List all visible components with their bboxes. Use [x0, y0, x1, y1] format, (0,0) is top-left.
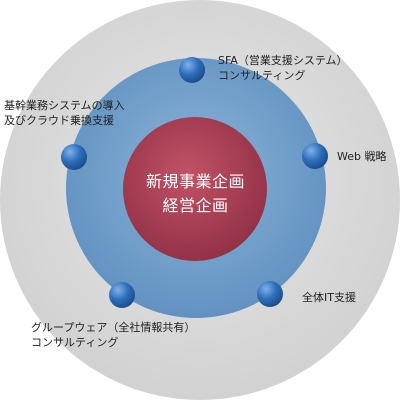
node-core-system-label: 基幹業務システムの導入 及びクラウド乗換支援 — [4, 98, 125, 128]
core-circle — [123, 117, 267, 261]
node-it-support-dot — [257, 281, 283, 307]
core-title: 新規事業企画 経営企画 — [128, 170, 263, 218]
node-groupware-line1: グループウェア（全社情報共有） — [31, 321, 196, 334]
node-core-system-line2: 及びクラウド乗換支援 — [4, 114, 114, 127]
node-sfa-dot — [179, 57, 205, 83]
node-web-line1: Web 戦略 — [337, 150, 387, 163]
node-it-support-label: 全体IT支援 — [302, 290, 356, 305]
node-web-dot — [302, 143, 328, 169]
node-it-support-line1: 全体IT支援 — [302, 291, 356, 304]
core-title-line2: 経営企画 — [162, 196, 229, 215]
node-sfa-label: SFA（営業支援システム） コンサルティング — [218, 53, 348, 83]
node-core-system-line1: 基幹業務システムの導入 — [4, 99, 125, 112]
node-groupware-label: グループウェア（全社情報共有） コンサルティング — [31, 320, 195, 350]
node-sfa-line2: コンサルティング — [218, 69, 306, 82]
node-groupware-line2: コンサルティング — [31, 336, 119, 349]
core-title-line1: 新規事業企画 — [145, 172, 245, 191]
node-web-label: Web 戦略 — [337, 149, 386, 164]
node-core-system-dot — [61, 144, 87, 170]
node-groupware-dot — [109, 282, 135, 308]
node-sfa-line1: SFA（営業支援システム） — [218, 54, 348, 67]
